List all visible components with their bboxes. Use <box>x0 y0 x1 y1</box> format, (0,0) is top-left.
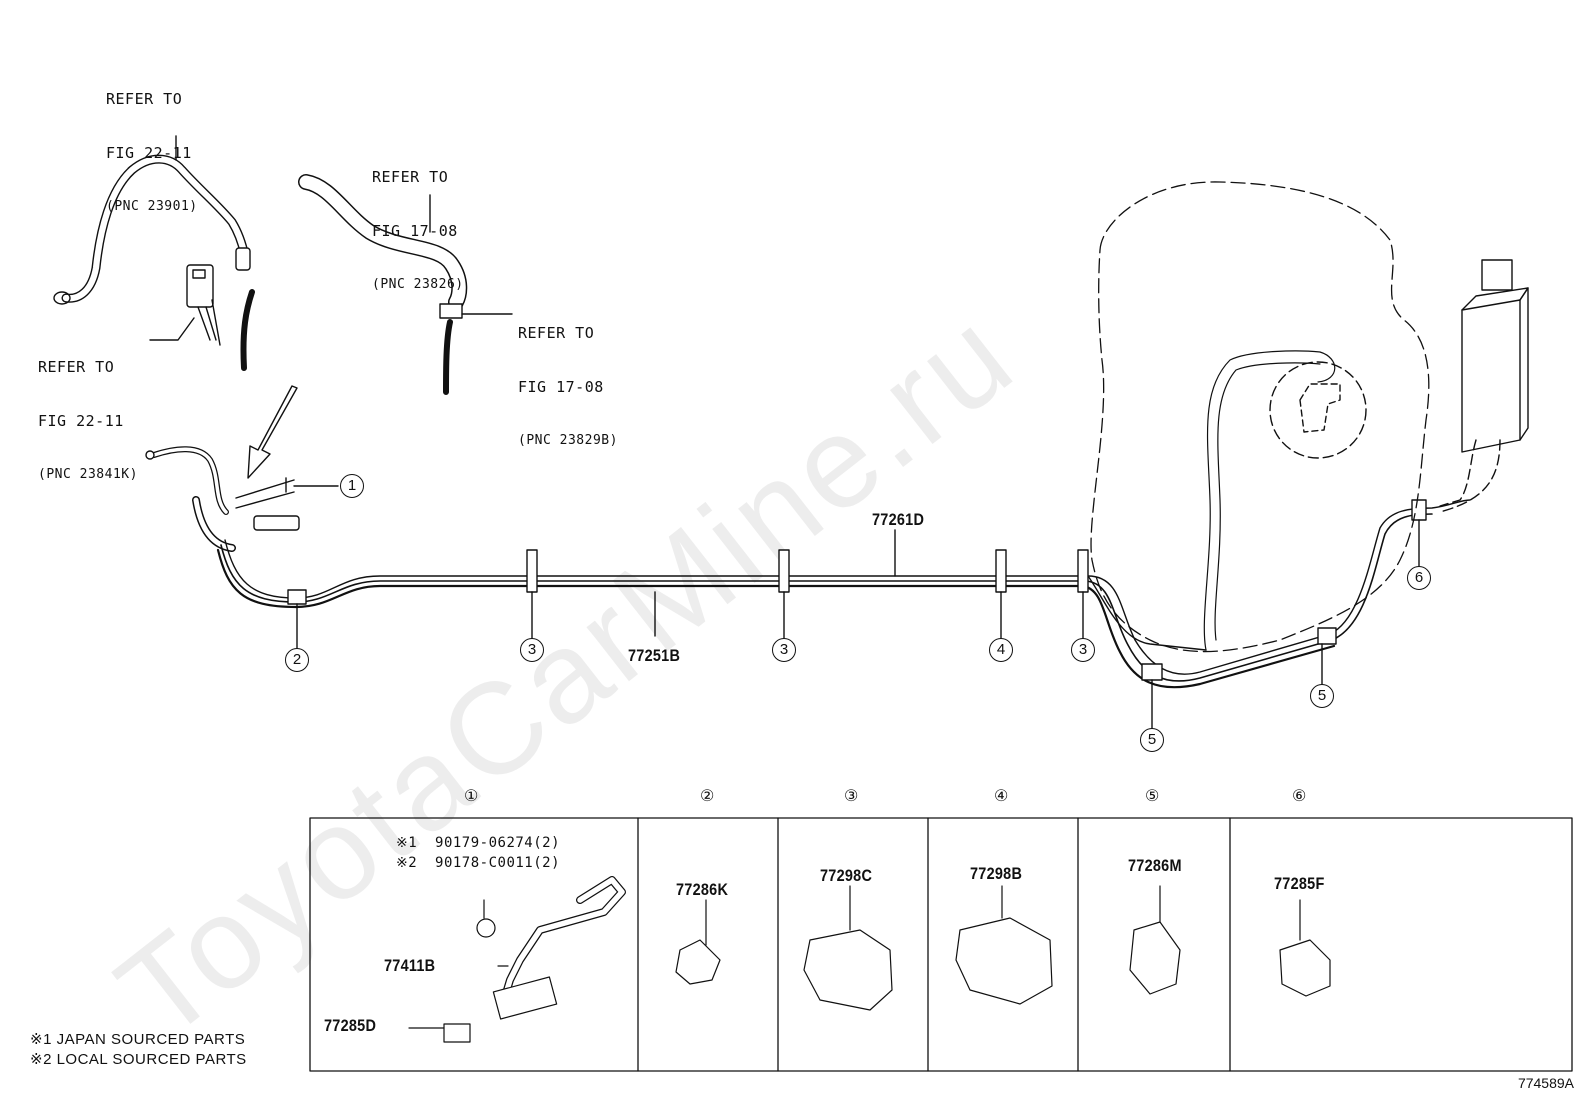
table-header-5: ⑤ <box>1145 788 1160 805</box>
callout-5: 5 <box>1140 728 1164 752</box>
connector-23841K <box>149 264 221 346</box>
ref-line: REFER TO <box>518 324 595 342</box>
clamp-c3a <box>526 549 538 593</box>
parts-table <box>309 817 1573 1072</box>
part-77251B: 77251B <box>628 646 681 665</box>
ref-line: FIG 17-08 <box>372 222 458 240</box>
clamp-c5b <box>1317 627 1337 645</box>
figure-reference: 774589A <box>1517 1075 1574 1091</box>
part-77285F: 77285F <box>1274 874 1325 893</box>
clamp-sketches <box>408 876 1331 1043</box>
tank-pipe <box>1203 350 1336 651</box>
front-pipe-group <box>145 446 300 552</box>
part-77285D: 77285D <box>324 1016 377 1035</box>
clamp-c5a <box>1141 663 1163 681</box>
callout-3: 3 <box>520 638 544 662</box>
ref-17-08-23826: REFER TO FIG 17-08 (PNC 23826) <box>372 132 464 312</box>
table-header-3: ③ <box>844 788 859 805</box>
footnote-local: ※2 LOCAL SOURCED PARTS <box>30 1051 247 1068</box>
ref-pnc: (PNC 23841K) <box>38 467 138 482</box>
callout-5: 5 <box>1310 684 1334 708</box>
fuel-tank-outline <box>1090 181 1430 653</box>
table-header-2: ② <box>700 788 715 805</box>
view-arrow <box>247 385 298 479</box>
note-90178: ※2 90178-C0011(2) <box>396 855 561 871</box>
part-77261D: 77261D <box>872 510 925 529</box>
callout-leaders <box>296 519 1420 729</box>
pump-access-outline <box>1269 361 1367 459</box>
pump-outline <box>1299 383 1341 433</box>
ref-22-11-23901: REFER TO FIG 22-11 (PNC 23901) <box>106 54 198 234</box>
table-header-4: ④ <box>994 788 1009 805</box>
part-77286K: 77286K <box>676 880 729 899</box>
callout-3: 3 <box>1071 638 1095 662</box>
ref-pnc: (PNC 23826) <box>372 277 464 292</box>
part-77286M: 77286M <box>1128 856 1182 875</box>
callout-1: 1 <box>340 474 364 498</box>
callout-2: 2 <box>285 648 309 672</box>
footnote-japan: ※1 JAPAN SOURCED PARTS <box>30 1031 246 1048</box>
callout-3: 3 <box>772 638 796 662</box>
ref-line: REFER TO <box>106 90 183 108</box>
ref-pnc: (PNC 23829B) <box>518 433 618 448</box>
table-header-1: ① <box>464 788 479 805</box>
part-77411B: 77411B <box>384 956 436 975</box>
main-fuel-lines <box>216 499 1471 689</box>
ref-line: REFER TO <box>372 168 449 186</box>
ref-pnc: (PNC 23901) <box>106 199 198 214</box>
ref-line: FIG 22-11 <box>106 144 192 162</box>
part-77298B: 77298B <box>970 864 1023 883</box>
clamp-c2 <box>287 589 307 605</box>
ref-22-11-23841K: REFER TO FIG 22-11 (PNC 23841K) <box>38 322 138 502</box>
clamp-23829B <box>439 303 463 319</box>
hose-black-1 <box>240 289 255 371</box>
hose-black-2 <box>443 319 453 395</box>
table-header-6: ⑥ <box>1292 788 1307 805</box>
hose-23826 <box>298 174 468 310</box>
note-90179: ※1 90179-06274(2) <box>396 835 561 851</box>
clamp-c3c <box>1077 549 1089 593</box>
part-77298C: 77298C <box>820 866 873 885</box>
ref-line: FIG 22-11 <box>38 412 124 430</box>
hose-23901 <box>53 135 251 305</box>
callout-4: 4 <box>989 638 1013 662</box>
clamp-c3b <box>778 549 790 593</box>
charcoal-canister <box>1439 259 1529 513</box>
tank-pipe-2 <box>1214 362 1321 641</box>
ref-line: REFER TO <box>38 358 115 376</box>
ref-17-08-23829B: REFER TO FIG 17-08 (PNC 23829B) <box>518 288 618 468</box>
ref-line: FIG 17-08 <box>518 378 604 396</box>
callout-6: 6 <box>1407 566 1431 590</box>
clamp-c4 <box>995 549 1007 593</box>
